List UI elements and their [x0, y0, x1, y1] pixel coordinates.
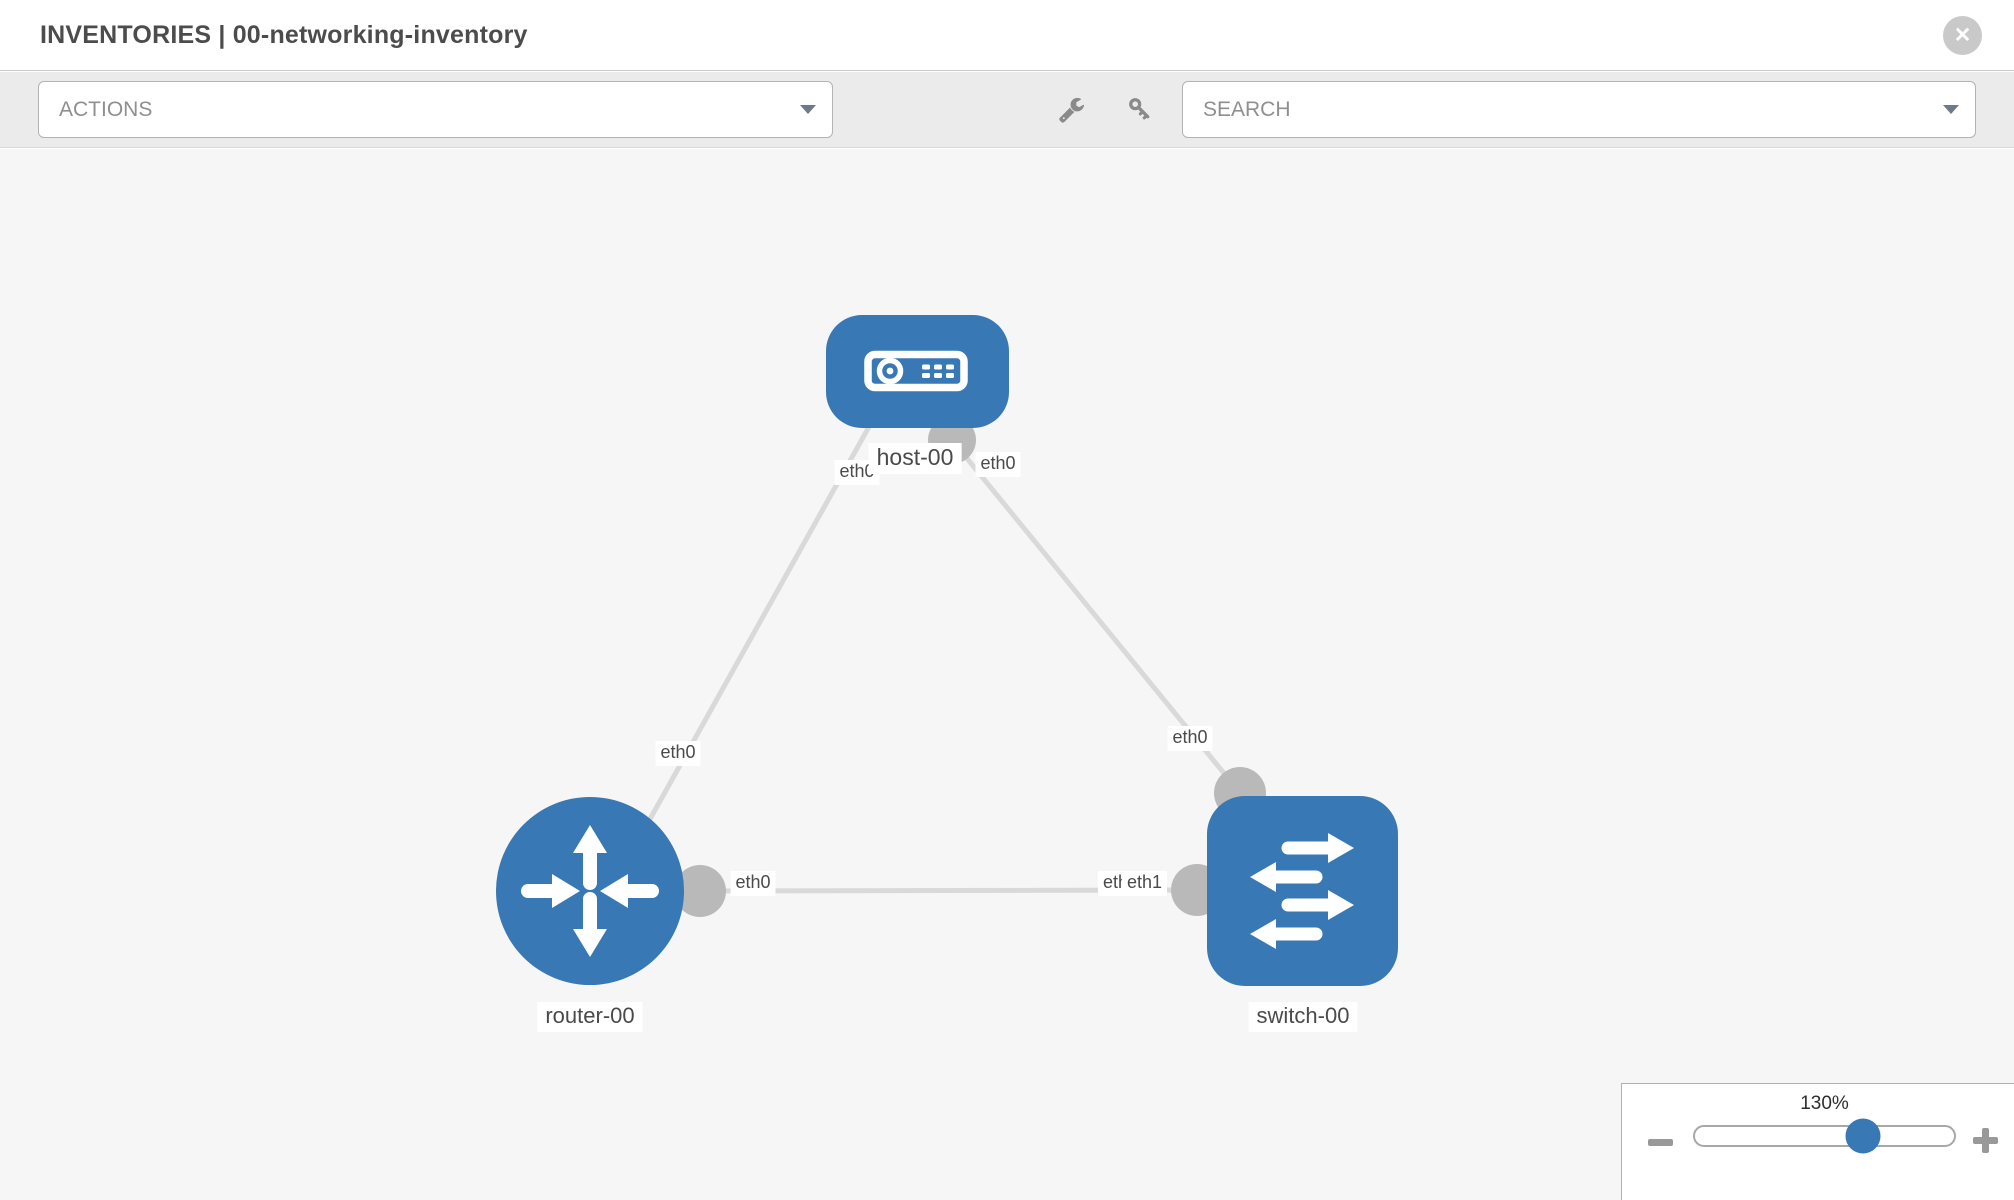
host-device-icon: [864, 350, 968, 392]
port-label: eth0: [1167, 726, 1213, 751]
topology-canvas[interactable]: eth0 eth0 eth0 eth0 eth0 eth0 eth1 host-…: [0, 149, 2014, 1200]
node-label-router: router-00: [537, 1002, 643, 1032]
zoom-slider[interactable]: [1693, 1118, 1956, 1154]
port-label: eth0: [730, 871, 776, 896]
key-icon[interactable]: [1127, 96, 1154, 123]
chevron-down-icon: [1943, 105, 1959, 114]
actions-dropdown[interactable]: ACTIONS: [38, 81, 833, 138]
actions-dropdown-label: ACTIONS: [59, 97, 153, 121]
port-router-eth0: [674, 865, 726, 917]
topology-svg: [496, 315, 1398, 986]
port-label: eth0: [655, 741, 701, 766]
node-label-host: host-00: [868, 443, 962, 474]
node-switch[interactable]: [1207, 796, 1398, 986]
port-label: eth1: [1122, 871, 1168, 896]
router-arrows-icon: [521, 825, 659, 957]
minus-icon[interactable]: [1648, 1139, 1673, 1146]
zoom-panel: 130%: [1621, 1083, 2014, 1200]
port-label: eth0: [975, 452, 1021, 477]
node-label-switch: switch-00: [1248, 1002, 1358, 1032]
page-title: INVENTORIES | 00-networking-inventory: [40, 21, 528, 49]
search-dropdown-label: SEARCH: [1203, 97, 1291, 121]
zoom-slider-handle[interactable]: [1845, 1118, 1881, 1154]
node-host[interactable]: [826, 315, 1009, 428]
close-icon: ✕: [1953, 24, 1972, 47]
switch-arrows-icon: [1250, 833, 1354, 949]
search-dropdown[interactable]: SEARCH: [1182, 81, 1976, 138]
node-router[interactable]: [496, 797, 684, 985]
header: INVENTORIES | 00-networking-inventory ✕: [0, 0, 2014, 71]
toolbar-icon-group: [833, 96, 1182, 123]
close-button[interactable]: ✕: [1943, 16, 1982, 55]
wrench-icon[interactable]: [1058, 96, 1085, 123]
chevron-down-icon: [800, 105, 816, 114]
plus-icon[interactable]: [1973, 1128, 1998, 1153]
zoom-level: 130%: [1800, 1093, 1849, 1114]
toolbar: ACTIONS SEARCH: [0, 72, 2014, 148]
